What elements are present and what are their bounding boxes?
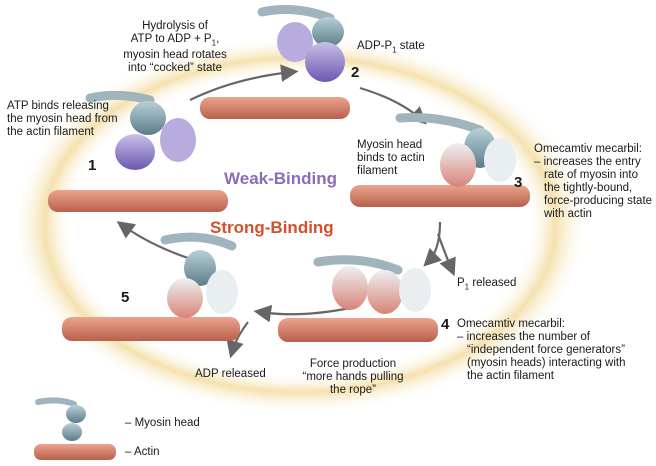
omecamtiv-3-line: with actin bbox=[544, 208, 592, 220]
omecamtiv-3-title: Omecamtiv mecarbil: bbox=[534, 143, 642, 155]
adp-released-label: ADP released bbox=[195, 368, 266, 380]
omecamtiv-step-4-note: Omecamtiv mecarbil: – increases the numb… bbox=[457, 318, 653, 383]
arrow-p1-released bbox=[436, 233, 456, 277]
legend-actin-swatch bbox=[34, 444, 116, 460]
hydrolysis-description: Hydrolysis of ATP to ADP + P1, myosin he… bbox=[100, 20, 250, 75]
actin-filament-1 bbox=[48, 190, 228, 212]
step-1-description: ATP binds releasing the myosin head from… bbox=[7, 100, 118, 138]
myosin-head-state-3 bbox=[395, 113, 516, 187]
omecamtiv-4-line: (myosin heads) interacting with bbox=[467, 357, 626, 369]
myosin-head-state-2 bbox=[257, 5, 345, 82]
actin-filament-3 bbox=[350, 185, 530, 207]
arrow-3-to-4 bbox=[423, 221, 442, 267]
omecamtiv-3-line: the tightly-bound, bbox=[544, 182, 633, 194]
weak-binding-label: Weak-Binding bbox=[224, 169, 338, 188]
step-2-number: 2 bbox=[351, 64, 360, 81]
omecamtiv-4-line: “independent force generators” bbox=[467, 344, 625, 356]
arrow-adp-released bbox=[226, 321, 249, 359]
myosin-head-state-5 bbox=[160, 232, 238, 318]
arrow-5-to-1 bbox=[116, 221, 189, 260]
hydrolysis-line-4: into “cocked” state bbox=[128, 62, 222, 75]
force-production-line-2: “more hands pulling bbox=[302, 371, 404, 383]
omecamtiv-3-line: – increases the entry bbox=[534, 156, 641, 168]
force-production-label: Force production “more hands pulling the… bbox=[288, 358, 418, 397]
omecamtiv-4-line: – increases the number of bbox=[457, 331, 590, 343]
hydrolysis-line-2: ATP to ADP + P1, bbox=[130, 33, 220, 48]
actin-filament-5 bbox=[62, 317, 240, 341]
legend-myosin-swatch bbox=[35, 397, 86, 441]
legend-myosin-head-label: – Myosin head bbox=[125, 417, 200, 429]
hydrolysis-line-3: myosin head rotates bbox=[123, 49, 227, 62]
myosin-heads bbox=[35, 5, 516, 441]
step-4-number: 4 bbox=[441, 316, 450, 333]
actin-filament-4 bbox=[278, 318, 438, 342]
actin-filaments bbox=[34, 97, 530, 460]
arrow-1-to-2 bbox=[189, 64, 299, 101]
step-5-number: 5 bbox=[121, 289, 130, 306]
step-1-number: 1 bbox=[88, 157, 97, 174]
force-production-line-1: Force production bbox=[309, 358, 397, 370]
step-3-number: 3 bbox=[514, 174, 523, 191]
strong-binding-label: Strong-Binding bbox=[210, 218, 334, 237]
omecamtiv-3-line: rate of myosin into bbox=[544, 169, 638, 181]
legend-actin-label: – Actin bbox=[125, 446, 160, 458]
omecamtiv-step-3-note: Omecamtiv mecarbil: – increases the entr… bbox=[534, 143, 654, 221]
step-3-description: Myosin head binds to actin filament bbox=[357, 139, 425, 177]
step-2-description: ADP-P1 state bbox=[357, 40, 425, 55]
force-production-line-3: the rope” bbox=[329, 384, 377, 396]
omecamtiv-4-line: the actin filament bbox=[467, 370, 554, 382]
omecamtiv-3-line: force-producing state bbox=[544, 195, 653, 207]
p1-released-label: P1 released bbox=[457, 277, 517, 292]
hydrolysis-line-1: Hydrolysis of bbox=[142, 20, 208, 32]
omecamtiv-4-title: Omecamtiv mecarbil: bbox=[457, 318, 565, 330]
actin-filament-2 bbox=[200, 97, 350, 119]
arrow-4-to-5 bbox=[253, 304, 351, 323]
myosin-head-state-4 bbox=[313, 255, 431, 314]
myosin-head-state-1 bbox=[85, 90, 196, 170]
